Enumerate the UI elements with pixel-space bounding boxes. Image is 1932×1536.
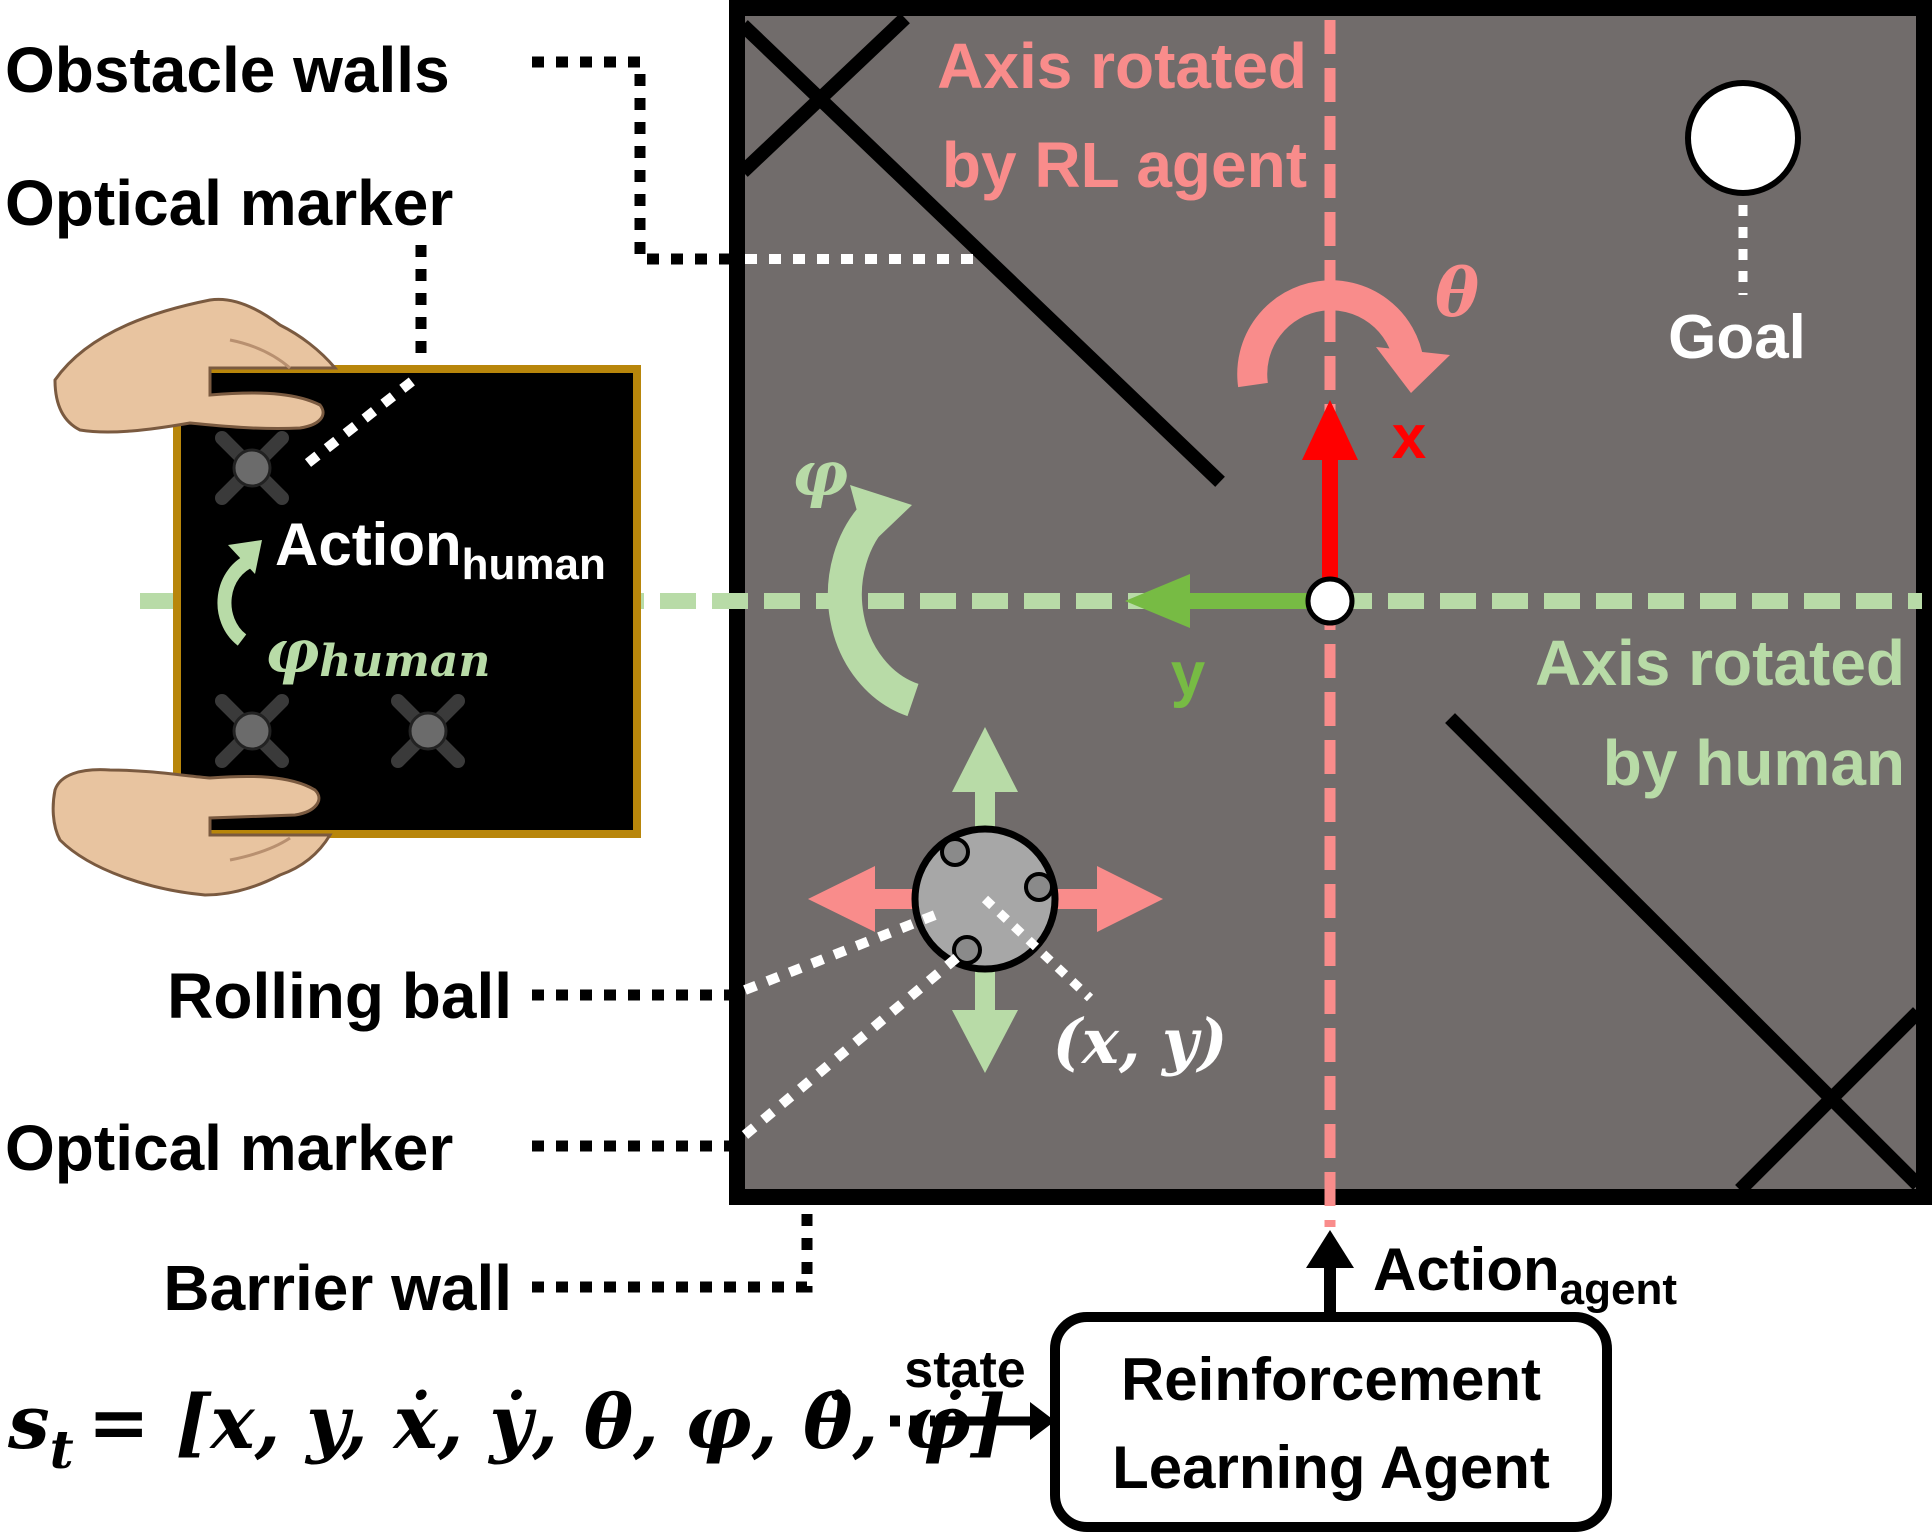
- state-arrowhead: [1030, 1402, 1055, 1440]
- human-axis-label-line1: Axis rotated: [1535, 627, 1905, 699]
- human-axis-label-line2: by human: [1603, 727, 1905, 799]
- controller-optical-marker: [215, 694, 289, 768]
- action-human-label: Actionhuman: [275, 511, 606, 589]
- y-axis-arrow: [1125, 574, 1315, 628]
- rolling-ball-leader-inner: [743, 910, 937, 995]
- controller-optical-marker: [215, 431, 289, 505]
- ball-optical-marker: [1024, 872, 1054, 902]
- rolling-ball-label: Rolling ball: [167, 960, 512, 1032]
- ball-optical-marker: [940, 837, 970, 867]
- optical-marker-bottom-label: Optical marker: [5, 1112, 453, 1184]
- action-agent-arrow: [1306, 1230, 1354, 1312]
- controller-optical-marker: [391, 694, 465, 768]
- rl-axis-label-line1: Axis rotated: [937, 30, 1307, 102]
- theta-label: θ: [1435, 254, 1479, 332]
- goal-label: Goal: [1668, 303, 1806, 372]
- action-agent-label: Actionagent: [1373, 1236, 1677, 1314]
- y-arrow-label: y: [1171, 640, 1206, 709]
- barrier-wall-label: Barrier wall: [163, 1252, 512, 1324]
- phi-label: φ: [792, 437, 848, 510]
- obstacle-walls-leader: [532, 56, 737, 265]
- barrier-wall-leader: [532, 1205, 813, 1293]
- phi-rotation-arrow: [827, 485, 920, 717]
- obstacle-walls-label: Obstacle walls: [5, 34, 450, 106]
- state-label: state: [904, 1341, 1025, 1399]
- x-axis-arrow: [1302, 400, 1358, 585]
- human-controller: [173, 365, 641, 838]
- phi-human-rotation-arrow: [217, 553, 255, 646]
- left-hand-bottom: [51, 768, 333, 897]
- optical-marker-top-label: Optical marker: [5, 167, 453, 239]
- pivot-point: [1305, 576, 1355, 626]
- ball-optical-marker: [952, 935, 982, 965]
- rl-agent-box: [1050, 1312, 1612, 1532]
- left-hand-top: [53, 297, 339, 434]
- theta-rotation-arrow: [1237, 280, 1450, 393]
- phi-human-label: φhuman: [265, 617, 490, 687]
- goal-hole: [1685, 80, 1801, 196]
- rl-axis-label-line2: by RL agent: [942, 129, 1307, 201]
- obstacle-walls: [738, 13, 1923, 1195]
- position-label: (x, y): [1053, 1005, 1228, 1078]
- rl-agent-box-line1: Reinforcement: [1121, 1346, 1541, 1413]
- x-arrow-label: x: [1392, 403, 1427, 472]
- rl-agent-box-line2: Learning Agent: [1112, 1434, 1550, 1501]
- state-vector-equation: st= [x, y, ẋ, ẏ, θ, φ, θ̇, φ̇]: [7, 1380, 1006, 1481]
- position-leader: [981, 895, 1094, 1002]
